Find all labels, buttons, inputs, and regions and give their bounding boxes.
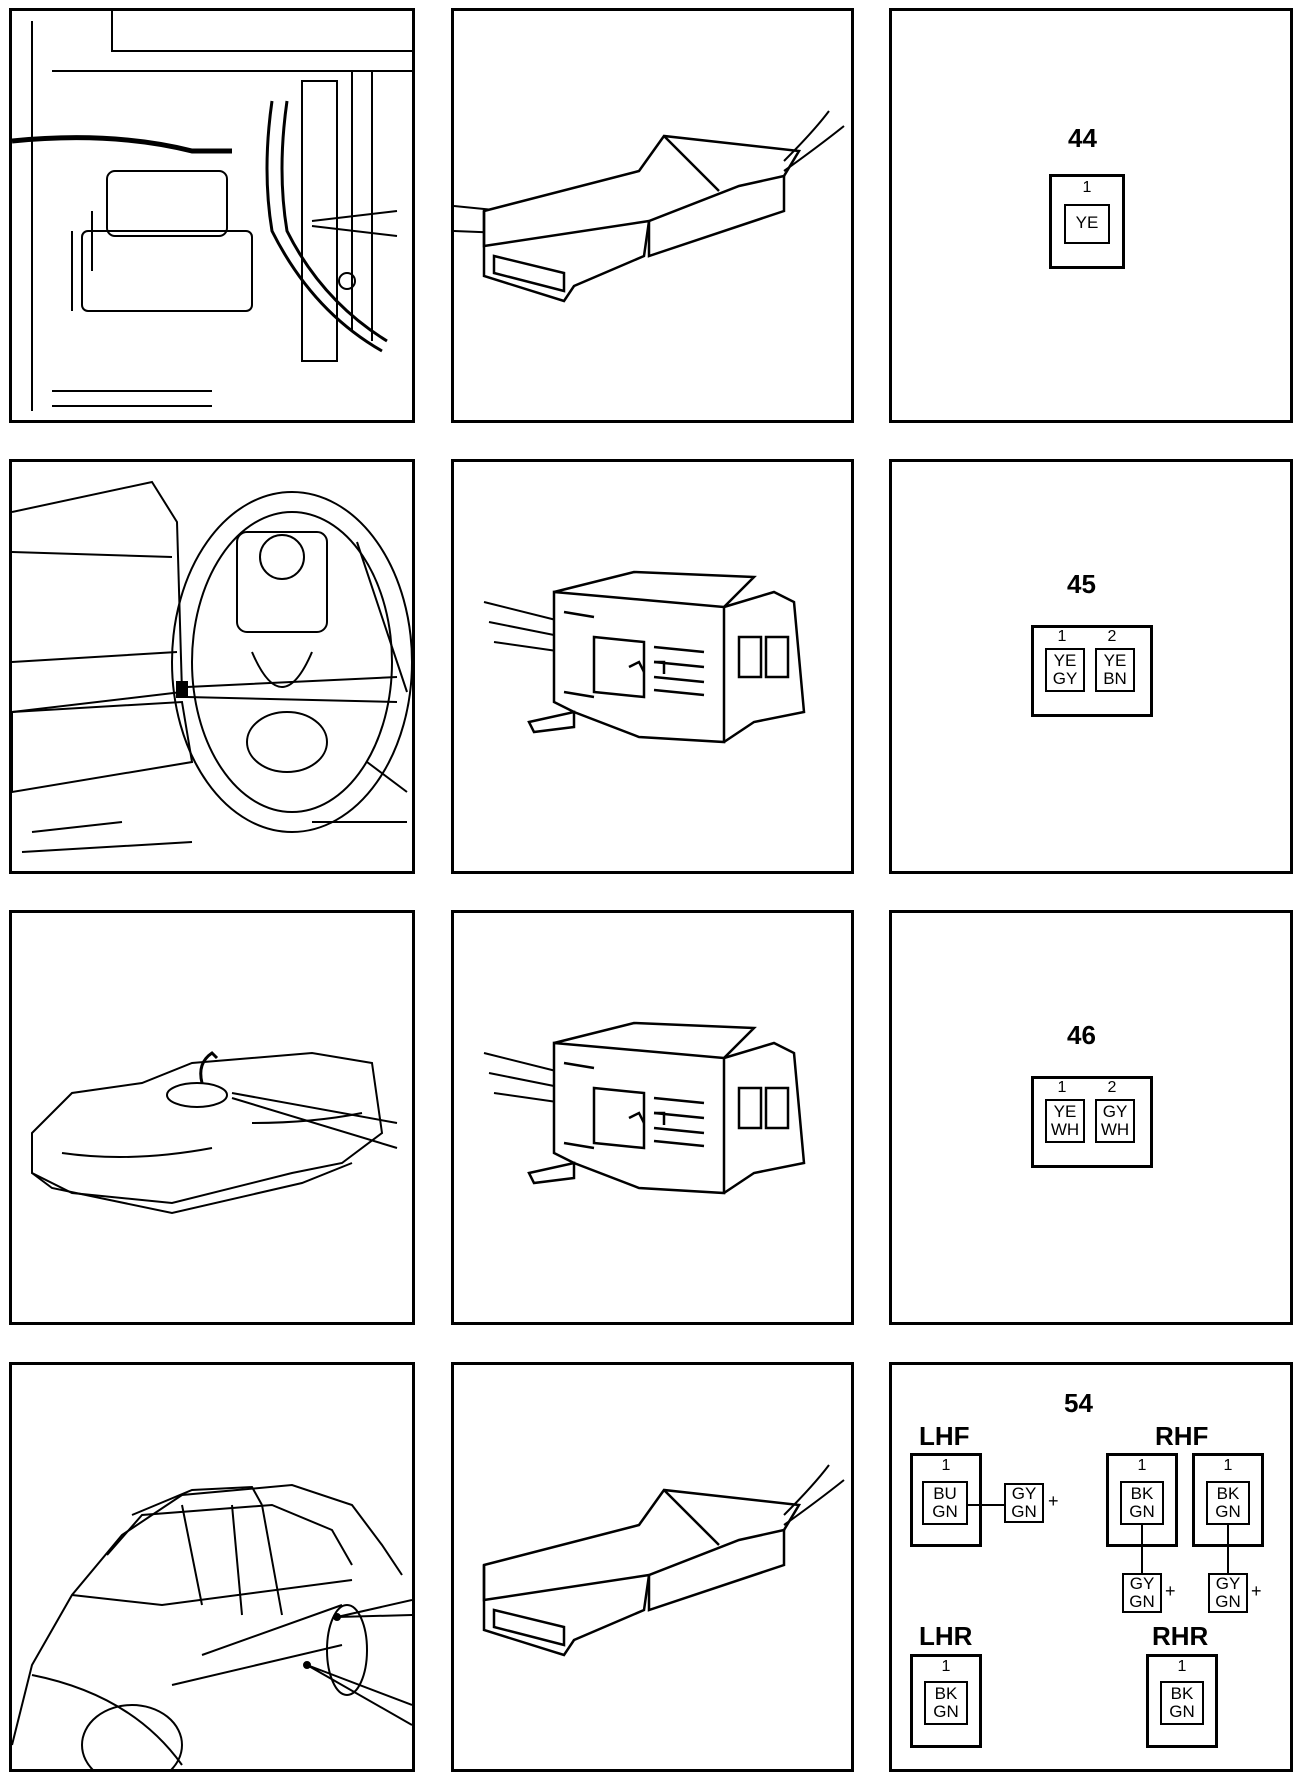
connector-housing-lhr (910, 1654, 982, 1748)
location-label-rhr: RHR (1152, 1621, 1209, 1651)
connector-number: 46 (1067, 1020, 1096, 1050)
location-photo-46 (9, 910, 415, 1325)
single-pin-connector-icon (454, 110, 845, 303)
connector-number: 54 (1064, 1388, 1093, 1418)
connector-drawing-45 (451, 459, 854, 874)
pin-number: 1 (1082, 179, 1092, 196)
connector-housing (1031, 625, 1153, 717)
connector-housing-rhf-b (1192, 1453, 1264, 1547)
pin-number: 1 (1057, 628, 1067, 645)
pin-number: 1 (1223, 1457, 1233, 1474)
fuel-tank-drawing (31, 1051, 398, 1215)
pin-number: 1 (1057, 1079, 1067, 1096)
two-pin-connector-icon (483, 1021, 806, 1195)
pin-number: 1 (1137, 1457, 1147, 1474)
connector-housing-rhr (1146, 1654, 1218, 1748)
connector-number: 44 (1068, 123, 1097, 153)
car-side-drawing (12, 1483, 412, 1769)
location-photo-54 (9, 1362, 415, 1772)
connector-drawing-54 (451, 1362, 854, 1772)
location-photo-44 (9, 8, 415, 423)
pin-number: 2 (1107, 628, 1117, 645)
pin-number: 1 (941, 1658, 951, 1675)
engine-bay-drawing (12, 11, 412, 411)
plus-sign: + (1165, 1581, 1176, 1601)
location-label-lhf: LHF (919, 1421, 970, 1451)
location-photo-45 (9, 459, 415, 874)
pin-number: 1 (941, 1457, 951, 1474)
single-pin-connector-icon (482, 1464, 845, 1657)
plus-sign: + (1048, 1491, 1059, 1511)
connector-housing-lhf (910, 1453, 982, 1547)
connector-housing (1049, 174, 1125, 269)
terminal-wire-color: YE (1064, 204, 1110, 244)
two-pin-connector-icon (483, 570, 806, 744)
location-label-rhf: RHF (1155, 1421, 1209, 1451)
connector-housing (1031, 1076, 1153, 1168)
plus-sign: + (1251, 1581, 1262, 1601)
pinout-panel-44: 44 1 YE (889, 8, 1293, 423)
pin-number: 2 (1107, 1079, 1117, 1096)
connector-housing-rhf-a (1106, 1453, 1178, 1547)
connector-drawing-44 (451, 8, 854, 423)
connector-drawing-46 (451, 910, 854, 1325)
location-label-lhr: LHR (919, 1621, 973, 1651)
pin-number: 1 (1177, 1658, 1187, 1675)
brake-booster-drawing (12, 480, 412, 853)
connector-number: 45 (1067, 569, 1096, 599)
